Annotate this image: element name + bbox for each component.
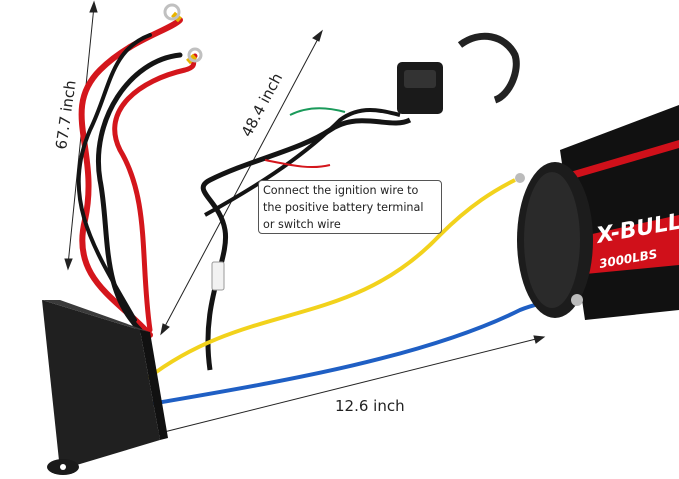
callout-line: or switch wire bbox=[263, 218, 341, 231]
ring-terminals bbox=[163, 3, 203, 65]
dimension-label-67-7: 67.7 inch bbox=[52, 79, 80, 150]
ignition-wire-callout: Connect the ignition wire to the positiv… bbox=[258, 180, 442, 234]
control-box bbox=[42, 300, 168, 475]
yellow-wire bbox=[146, 178, 516, 380]
dimension-line-48-4 bbox=[160, 29, 323, 336]
power-cables bbox=[76, 17, 198, 338]
dimension-line-12-6 bbox=[142, 335, 546, 439]
dimension-label-12-6: 12.6 inch bbox=[335, 397, 405, 415]
dimension-label-48-4: 48.4 inch bbox=[238, 70, 287, 140]
callout-line: the positive battery terminal bbox=[263, 201, 424, 214]
remote-cable bbox=[200, 107, 412, 371]
callout-line: Connect the ignition wire to bbox=[263, 184, 419, 197]
remote-switch bbox=[397, 32, 520, 114]
winch: X-BULL 3000LBS bbox=[515, 105, 679, 320]
